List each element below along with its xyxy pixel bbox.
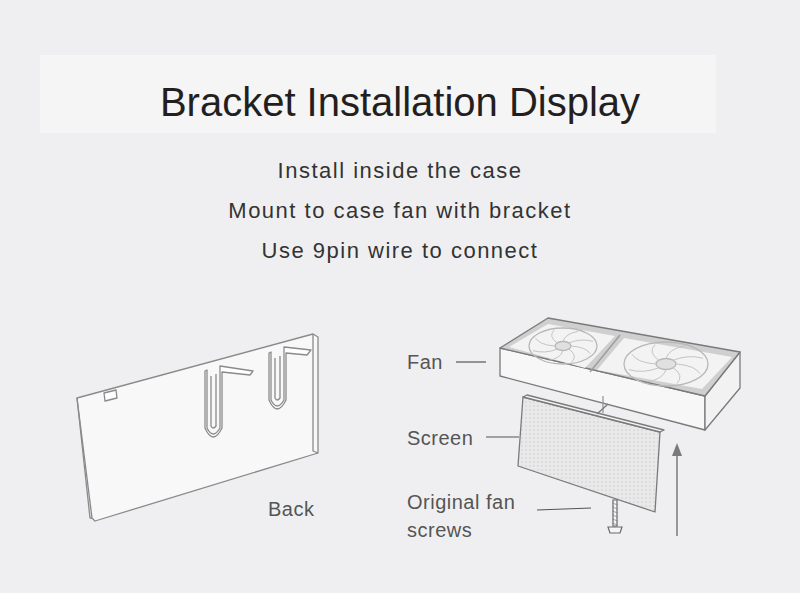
screw <box>608 500 622 533</box>
part-label: Fan <box>407 348 467 376</box>
fan-blade <box>569 349 574 362</box>
fan-blade <box>533 349 557 352</box>
view-label: Back <box>268 495 348 523</box>
subtitle-line: Mount to case fan with bracket <box>0 196 800 226</box>
fan-blade <box>569 340 593 343</box>
screw-thread <box>612 523 618 525</box>
fan-blade <box>548 351 563 361</box>
leader-line <box>486 436 519 437</box>
fan-hub <box>656 359 676 370</box>
screen-connector <box>597 404 608 414</box>
fan-top <box>500 318 740 396</box>
screw-thread <box>612 511 618 513</box>
subtitle-line: Use 9pin wire to connect <box>0 236 800 266</box>
fan-blade <box>572 346 591 354</box>
arrow-head <box>672 443 682 456</box>
bracket-right <box>269 347 311 409</box>
screen-panel <box>518 395 664 512</box>
bracket <box>205 347 311 437</box>
screw-shank <box>613 500 617 526</box>
bracket-left <box>205 366 253 437</box>
fan-blade <box>673 368 680 384</box>
leader-line <box>456 361 486 362</box>
fan-hub <box>555 342 571 351</box>
fan-panel <box>597 338 732 389</box>
screw-thread <box>612 507 618 509</box>
fan-ring <box>624 342 708 386</box>
screw-thread <box>612 515 618 517</box>
leader-lines <box>456 362 591 510</box>
leader-line <box>537 508 591 510</box>
plate-edge <box>77 398 92 518</box>
fan-blade <box>563 331 578 341</box>
fan-blade <box>536 338 555 346</box>
fan-blade <box>666 346 685 358</box>
screw-thread <box>612 519 618 521</box>
part-label: Original fan screws <box>407 488 532 544</box>
fan-blade <box>632 354 655 364</box>
fan-ring <box>529 328 597 364</box>
arrow-shaft <box>676 455 678 536</box>
fan-blade <box>552 330 557 343</box>
plate-face <box>77 334 318 521</box>
fan-blade <box>629 368 659 371</box>
plate-notch <box>104 390 117 401</box>
fan-blade <box>677 364 700 374</box>
back-plate <box>77 334 318 521</box>
install-arrow <box>672 443 682 536</box>
screw-head <box>608 527 622 533</box>
part-label: Screen <box>407 424 487 452</box>
title: Bracket Installation Display <box>0 78 800 126</box>
bracket-slot <box>211 374 216 428</box>
subtitle-line: Install inside the case <box>0 156 800 186</box>
fan-blades <box>533 330 703 383</box>
fan-blade <box>673 357 703 360</box>
fan-divider <box>602 396 603 413</box>
fan-blade <box>652 345 659 361</box>
screw-thread <box>612 503 618 505</box>
plate-edge <box>313 334 318 453</box>
screw-threads <box>612 503 618 525</box>
fan-blade <box>647 370 666 382</box>
bracket-slot <box>275 356 280 400</box>
screen-edge <box>523 395 664 432</box>
